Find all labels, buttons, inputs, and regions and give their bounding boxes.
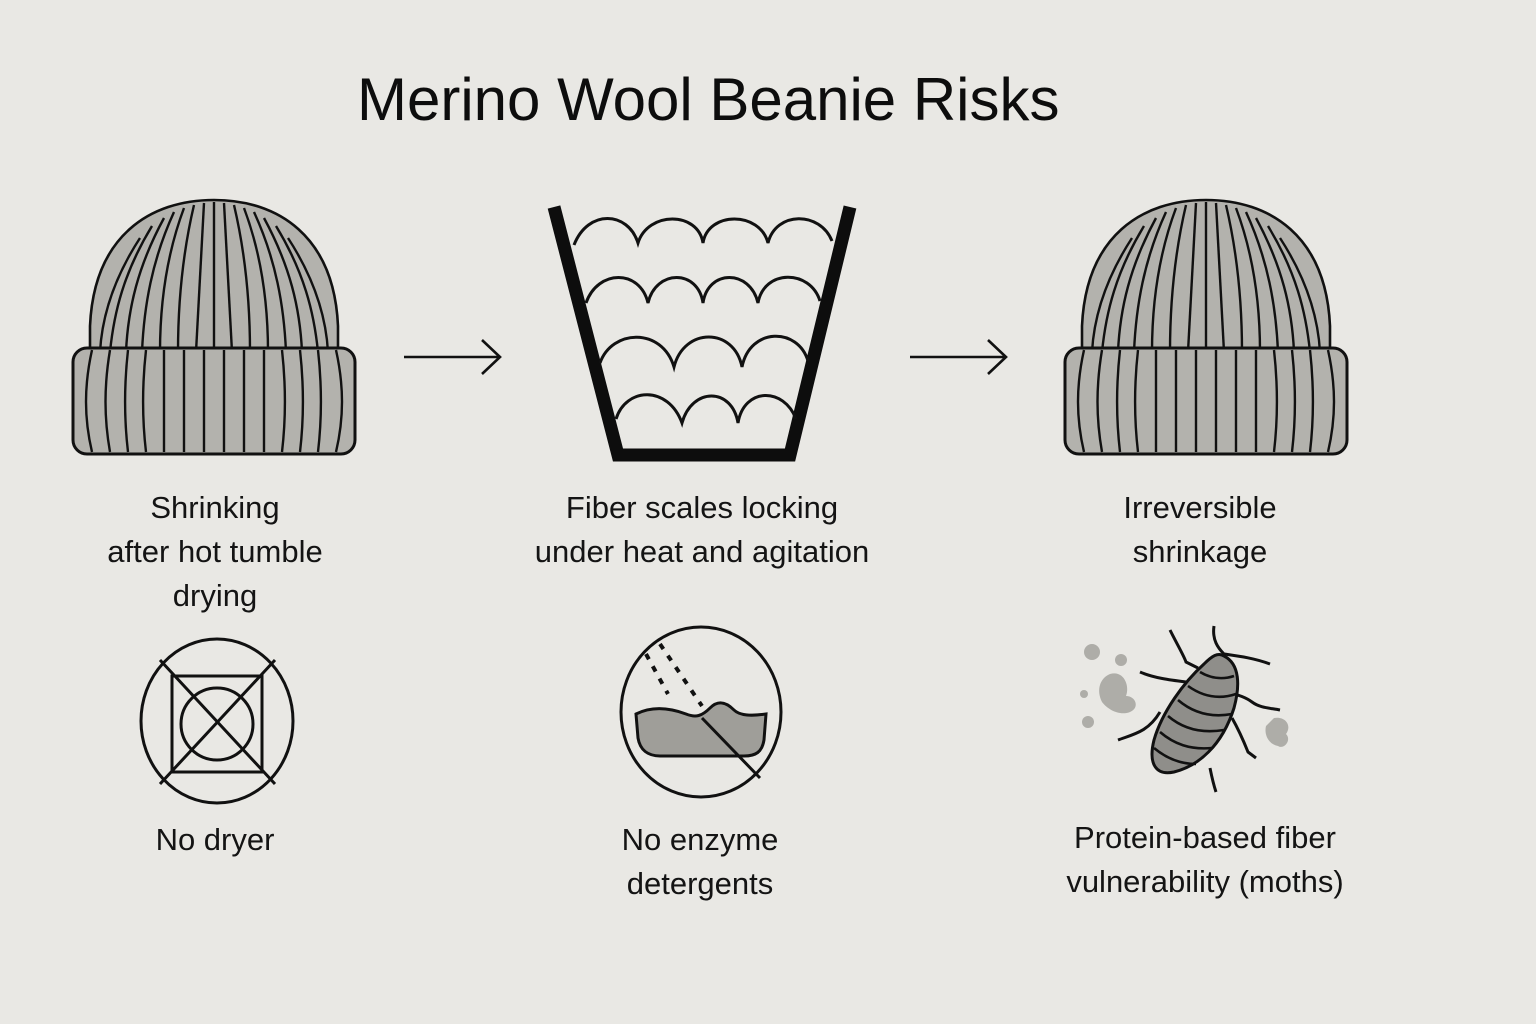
no-enzyme-detergent-icon	[618, 624, 784, 800]
page-title: Merino Wool Beanie Risks	[357, 66, 1060, 133]
step-caption-fiber-scales: Fiber scales locking under heat and agit…	[534, 490, 870, 569]
moth-icon	[1074, 616, 1298, 796]
step-caption-irreversible: Irreversible shrinkage	[1123, 490, 1277, 569]
wash-tub-fiber-scales-icon	[547, 203, 858, 462]
warning-caption-no-enzyme: No enzyme detergents	[621, 822, 779, 901]
shrunken-beanie-icon	[1062, 196, 1352, 458]
warning-caption-moths: Protein-based fiber vulnerability (moths…	[1066, 820, 1344, 899]
step-caption-shrinking: Shrinking after hot tumble drying	[107, 490, 323, 613]
arrow-right-icon	[908, 338, 1012, 376]
debris-spots	[1080, 644, 1289, 747]
arrow-right-icon	[402, 338, 506, 376]
no-tumble-dry-icon	[138, 636, 296, 808]
beanie-icon	[70, 196, 360, 458]
warning-caption-no-dryer: No dryer	[155, 822, 275, 857]
